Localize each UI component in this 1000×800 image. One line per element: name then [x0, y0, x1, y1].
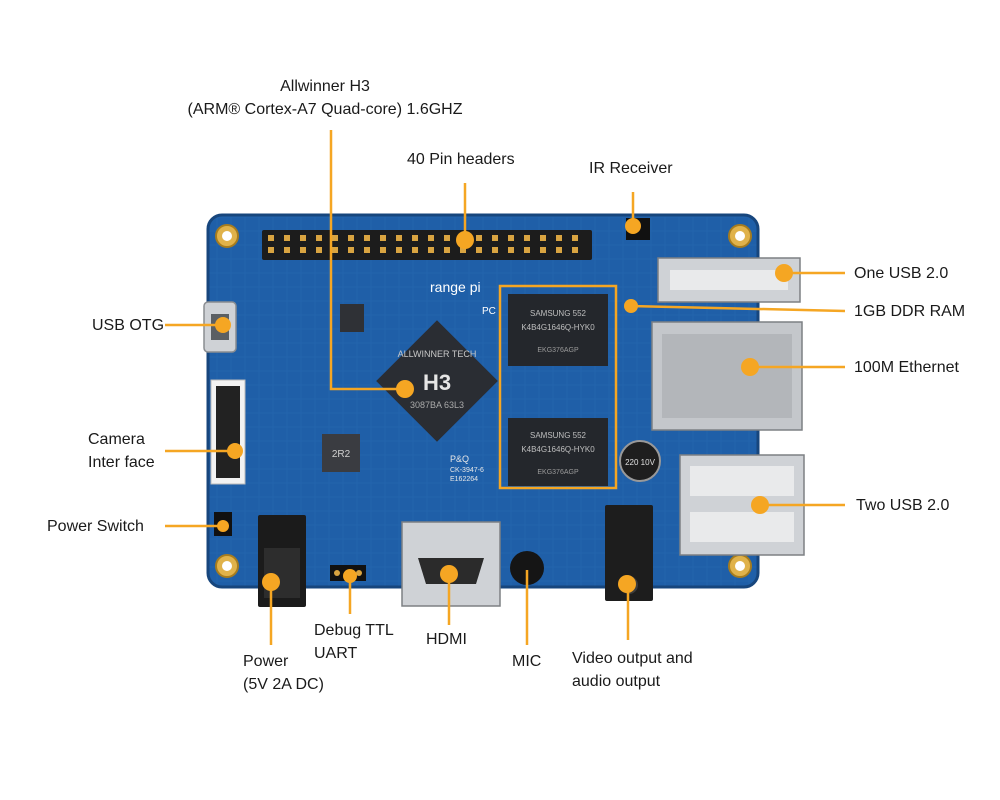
header-pin [492, 247, 498, 253]
header-pin [476, 235, 482, 241]
label-power-switch: Power Switch [47, 518, 144, 535]
header-pin [476, 247, 482, 253]
header-pin [300, 235, 306, 241]
svg-text:3087BA 63L3: 3087BA 63L3 [410, 400, 464, 410]
label-camera: Camera Inter face [88, 431, 155, 471]
header-pin [316, 235, 322, 241]
hdmi-connector [401, 521, 501, 607]
header-pin [332, 247, 338, 253]
header-pin [572, 247, 578, 253]
label-mic: MIC [512, 653, 542, 670]
header-pin [508, 235, 514, 241]
inductor-bottom: 2R2 [322, 434, 360, 472]
header-pin [396, 235, 402, 241]
header-pin [412, 247, 418, 253]
header-pin [556, 247, 562, 253]
header-pin [284, 235, 290, 241]
pq-code: CK-3947-6 [450, 467, 484, 474]
label-pin-headers: 40 Pin headers [407, 151, 515, 168]
pin-header-40 [262, 230, 592, 260]
header-pin [364, 235, 370, 241]
camera-connector [210, 379, 246, 485]
header-pin [332, 235, 338, 241]
header-pin [396, 247, 402, 253]
svg-text:K4B4G1646Q-HYK0: K4B4G1646Q-HYK0 [521, 445, 595, 454]
svg-text:EKG376AGP: EKG376AGP [537, 347, 579, 354]
mic-component [510, 551, 544, 585]
header-pin [428, 235, 434, 241]
label-ir-receiver: IR Receiver [589, 160, 673, 177]
label-video-audio: Video output and audio output [572, 650, 693, 690]
capacitor: 220 10V [619, 440, 661, 482]
label-power: Power (5V 2A DC) [243, 653, 324, 693]
header-pin [508, 247, 514, 253]
ram-highlight-box [498, 284, 618, 490]
header-pin [380, 247, 386, 253]
header-pin [444, 235, 450, 241]
header-pin [268, 235, 274, 241]
header-pin [380, 235, 386, 241]
svg-text:220 10V: 220 10V [625, 458, 655, 467]
callout-dots [215, 218, 793, 593]
pq-date: E162264 [450, 476, 478, 483]
soc-chip: ALLWINNER TECH H3 3087BA 63L3 [376, 320, 498, 442]
svg-text:2R2: 2R2 [332, 449, 351, 460]
ram-chip-bottom: SAMSUNG 552 K4B4G1646Q-HYK0 EKG376AGP [508, 418, 608, 486]
header-pin [572, 235, 578, 241]
svg-text:H3: H3 [423, 370, 451, 395]
header-pin [412, 235, 418, 241]
label-hdmi: HDMI [426, 631, 467, 648]
header-pin [316, 247, 322, 253]
label-debug-uart: Debug TTL UART [314, 622, 394, 662]
label-one-usb: One USB 2.0 [854, 265, 949, 282]
header-pin [364, 247, 370, 253]
header-pin [428, 247, 434, 253]
header-pin [444, 247, 450, 253]
header-pin [540, 247, 546, 253]
header-pin [492, 235, 498, 241]
label-usb-otg: USB OTG [92, 317, 165, 334]
header-pin [556, 235, 562, 241]
power-jack [258, 515, 306, 607]
header-pin [268, 247, 274, 253]
label-ddr-ram: 1GB DDR RAM [854, 303, 966, 320]
label-two-usb: Two USB 2.0 [856, 497, 950, 514]
header-pin [348, 247, 354, 253]
header-pin [284, 247, 290, 253]
label-soc: Allwinner H3 (ARM® Cortex-A7 Quad-core) … [187, 78, 463, 118]
header-pin [524, 235, 530, 241]
header-pin [524, 247, 530, 253]
board-logo: range pi [430, 279, 481, 295]
header-pin [348, 235, 354, 241]
header-pin [460, 247, 466, 253]
ethernet-connector [651, 321, 803, 431]
svg-text:ALLWINNER TECH: ALLWINNER TECH [398, 349, 477, 359]
board-model: PC [482, 306, 496, 317]
pq-mark: P&Q [450, 454, 469, 464]
header-pin [540, 235, 546, 241]
label-ethernet: 100M Ethernet [854, 359, 959, 376]
svg-text:K4B4G1646Q-HYK0: K4B4G1646Q-HYK0 [521, 323, 595, 332]
svg-text:EKG376AGP: EKG376AGP [537, 469, 579, 476]
header-pin [300, 247, 306, 253]
inductor-top [340, 304, 364, 332]
svg-text:SAMSUNG 552: SAMSUNG 552 [530, 431, 587, 440]
svg-text:SAMSUNG 552: SAMSUNG 552 [530, 309, 587, 318]
ram-chip-top: SAMSUNG 552 K4B4G1646Q-HYK0 EKG376AGP [508, 294, 608, 366]
usb-single-connector [657, 257, 801, 303]
